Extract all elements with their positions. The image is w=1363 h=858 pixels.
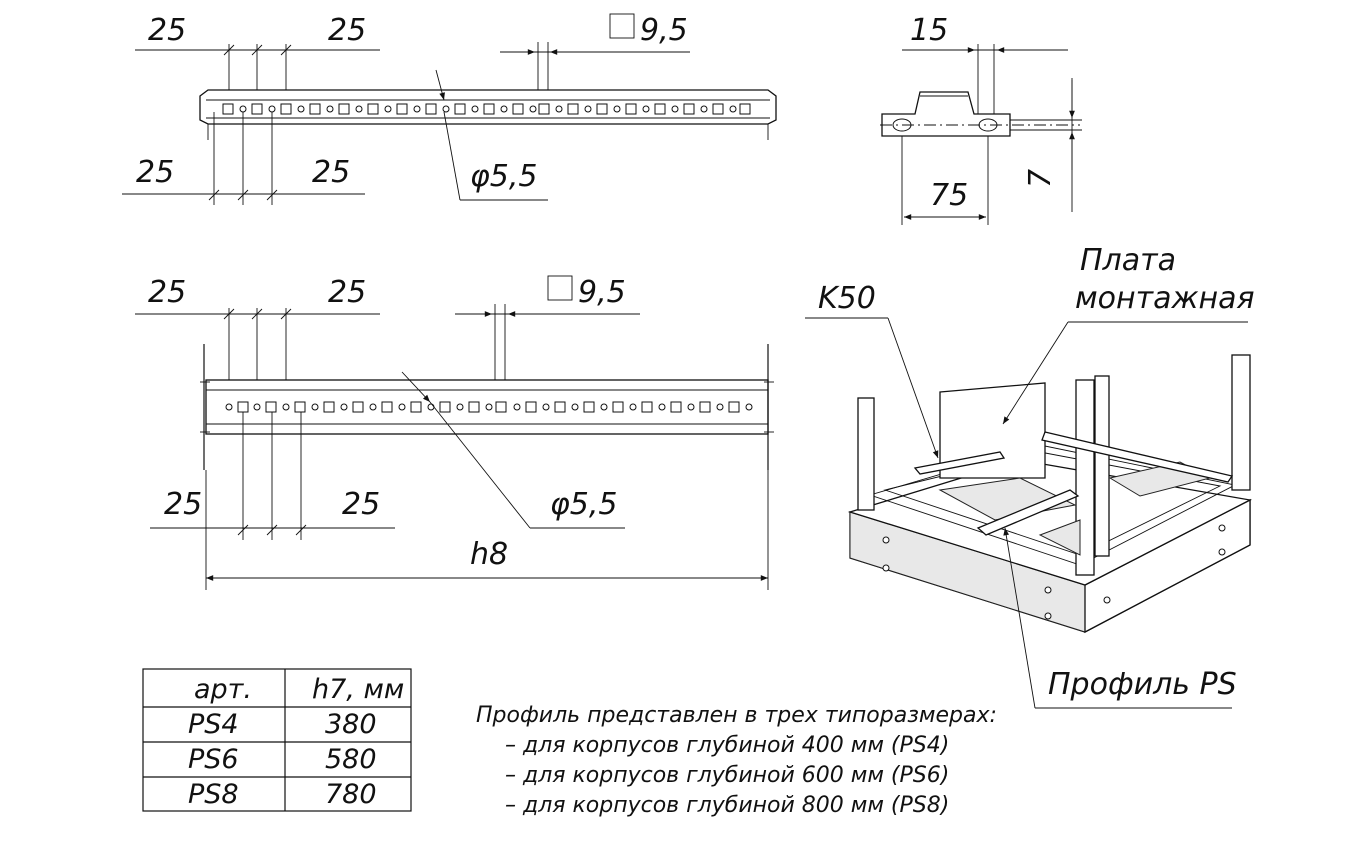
front-length-label: h8 xyxy=(470,537,508,572)
note-line-2: – для корпусов глубиной 400 мм (PS4) xyxy=(505,733,949,758)
label-k50: K50 xyxy=(818,281,876,316)
label-plate-line2: монтажная xyxy=(1075,281,1255,316)
upright-left xyxy=(857,397,875,511)
table-header-art: арт. xyxy=(194,674,252,705)
mounting-plate xyxy=(939,382,1046,479)
upright-right xyxy=(1231,354,1251,491)
front-profile-holes xyxy=(225,401,753,413)
note-line-3: – для корпусов глубиной 600 мм (PS6) xyxy=(505,763,949,788)
top-dim-25-left: 25 xyxy=(148,13,186,48)
table-cell: PS8 xyxy=(188,779,239,810)
square-symbol-icon xyxy=(609,13,635,39)
top-profile-holes xyxy=(222,103,751,115)
front-square-label: 9,5 xyxy=(578,275,626,310)
table-header-h7: h7, мм xyxy=(312,674,404,705)
side-dim-7: 7 xyxy=(1023,169,1058,188)
note-text: Профиль представлен в трех типоразмерах:… xyxy=(476,703,997,818)
side-section-view: 15 7 75 xyxy=(880,13,1082,225)
front-dim-25-right: 25 xyxy=(328,275,366,310)
profile-ps-rail xyxy=(976,489,1080,536)
front-hole-diameter-label: φ5,5 xyxy=(550,487,618,522)
top-dim-25-bottom-right: 25 xyxy=(312,155,350,190)
square-symbol-icon-2 xyxy=(547,275,573,301)
front-dim-25-left: 25 xyxy=(148,275,186,310)
top-square-label: 9,5 xyxy=(640,13,688,48)
cabinet-isometric-view: K50 Плата монтажная Профиль PS xyxy=(805,243,1255,709)
front-profile-view: 25 25 9,5 xyxy=(135,275,774,590)
top-profile-view: 25 25 9,5 xyxy=(122,13,777,205)
note-line-1: Профиль представлен в трех типоразмерах: xyxy=(476,703,997,728)
size-table: арт. h7, мм PS4 380 PS6 580 PS8 780 xyxy=(142,668,412,812)
top-hole-diameter-label: φ5,5 xyxy=(470,159,538,194)
label-profile-ps: Профиль PS xyxy=(1048,667,1237,702)
table-cell: 780 xyxy=(325,779,377,810)
side-dim-75: 75 xyxy=(930,178,968,213)
table-cell: PS4 xyxy=(188,709,239,740)
top-dim-25-right: 25 xyxy=(328,13,366,48)
top-dim-25-bottom-left: 25 xyxy=(136,155,174,190)
table-cell: 580 xyxy=(325,744,377,775)
side-dim-15: 15 xyxy=(910,13,948,48)
front-dim-25-bottom-left: 25 xyxy=(164,487,202,522)
table-cell: PS6 xyxy=(188,744,239,775)
label-plate-line1: Плата xyxy=(1080,243,1176,278)
front-dim-25-bottom-right: 25 xyxy=(342,487,380,522)
table-cell: 380 xyxy=(325,709,377,740)
note-line-4: – для корпусов глубиной 800 мм (PS8) xyxy=(505,793,949,818)
